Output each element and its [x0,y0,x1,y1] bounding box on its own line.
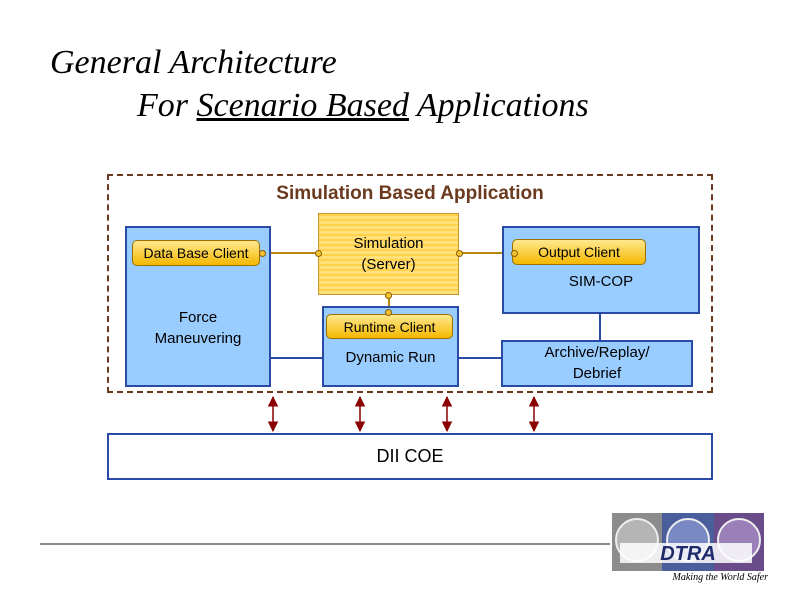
dii-coe-box: DII COE [107,433,713,480]
archive-label-line-2: Debrief [572,364,622,382]
connector-simulation-runtimeclient [388,294,390,314]
archive-replay-debrief-box: Archive/Replay/ Debrief [501,340,693,387]
connector-dot [385,309,392,316]
simulation-label-line-2: (Server) [361,256,416,273]
application-title: Simulation Based Application [276,183,544,204]
dynamic-run-label: Dynamic Run [345,349,436,367]
title-line-1: General Architecture [50,44,337,82]
connector-force-dynamic [270,357,324,359]
title-underlined-term: Scenario Based [196,87,409,124]
connector-dot [385,292,392,299]
logo-tagline: Making the World Safer [672,572,768,583]
logo-text: DTRA [660,543,716,565]
connector-simcop-archive [599,313,601,341]
connector-dot [456,250,463,257]
connector-dot [511,250,518,257]
connector-dot [259,250,266,257]
connector-dbclient-simulation [264,252,319,254]
connector-simulation-outputclient [459,252,514,254]
title-suffix: Applications [408,87,589,124]
connector-dynamic-archive [458,357,503,359]
dii-coe-label: DII COE [376,446,444,466]
simulation-label-line-1: Simulation [353,235,424,252]
title-line-2: For Scenario Based Applications [137,87,589,125]
title-line-1-text: General Architecture [50,44,337,81]
simcop-label: SIM-COP [568,272,634,290]
dtra-logo: DTRA [612,513,764,571]
database-client: Data Base Client [132,240,260,266]
application-boundary [107,174,713,393]
archive-label-line-1: Archive/Replay/ [544,344,650,362]
force-label-line-1: Force [178,309,218,327]
runtime-client: Runtime Client [326,314,453,339]
output-client: Output Client [512,239,646,265]
connector-dot [315,250,322,257]
force-label-line-2: Maneuvering [154,329,242,347]
footer-divider [40,543,610,545]
title-prefix: For [137,87,197,124]
simulation-server-box: Simulation (Server) [318,213,459,295]
